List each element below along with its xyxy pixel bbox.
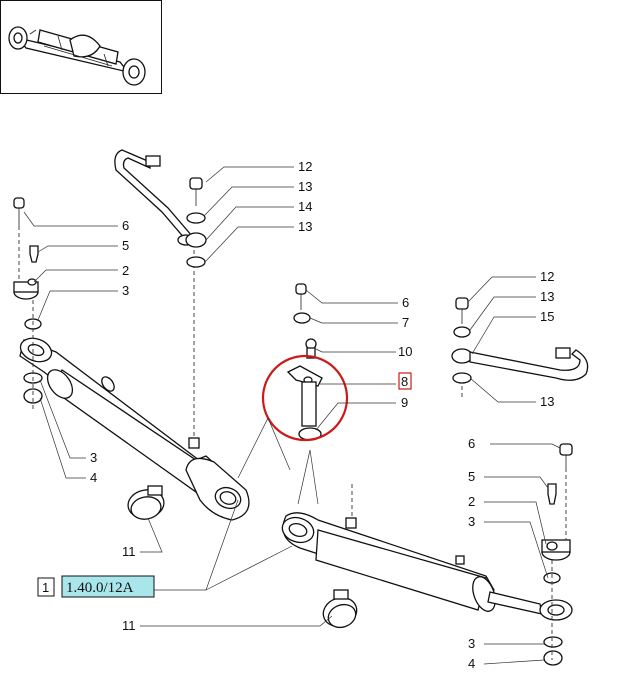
- left-steering-cylinder: [19, 250, 250, 521]
- callout-3: 3: [122, 283, 129, 298]
- callout-15: 15: [540, 309, 554, 324]
- right-pipe-assembly: [451, 297, 589, 400]
- reference-index-box: [37, 577, 55, 597]
- top-bolt-stack-left: [185, 177, 207, 268]
- callout-13: 13: [540, 394, 554, 409]
- right-hose-clamp: [322, 589, 358, 629]
- callout-5: 5: [468, 469, 475, 484]
- callout-4: 4: [468, 656, 475, 671]
- callout-9: 9: [401, 395, 408, 410]
- right-steering-cylinder: [281, 484, 573, 621]
- callout-11: 11: [122, 618, 136, 633]
- callout-2: 2: [122, 263, 129, 278]
- axle-thumbnail: [0, 0, 162, 94]
- callout-3: 3: [90, 450, 97, 465]
- reference-index: 1: [42, 580, 49, 595]
- callout-3: 3: [468, 636, 475, 651]
- callout-2: 2: [468, 494, 475, 509]
- callout-10: 10: [398, 344, 412, 359]
- reference-code: 1.40.0/12A: [66, 580, 134, 596]
- callout-6: 6: [468, 436, 475, 451]
- callout-5: 5: [122, 238, 129, 253]
- callout-12: 12: [540, 269, 554, 284]
- callout-12: 12: [298, 159, 312, 174]
- leader-lines: [23, 166, 561, 665]
- callout-13: 13: [540, 289, 554, 304]
- callout-8: 8: [401, 374, 408, 389]
- left-pin-stack: [13, 197, 43, 410]
- callout-8-box: [398, 372, 412, 390]
- callout-labels: 6 5 2 3 3 4 11 11 12 13 14 13 6 7 10 8 9…: [90, 159, 554, 671]
- left-hose-clamp: [127, 485, 165, 520]
- callout-6: 6: [122, 218, 129, 233]
- callout-7: 7: [402, 315, 409, 330]
- callout-14: 14: [298, 199, 312, 214]
- callout-13: 13: [298, 179, 312, 194]
- callout-3: 3: [468, 514, 475, 529]
- callout-11: 11: [122, 544, 136, 559]
- right-pin-stack: [541, 443, 573, 666]
- highlight-circle: [261, 354, 349, 442]
- reference-code-box: [61, 575, 155, 598]
- callout-4: 4: [90, 470, 97, 485]
- center-pin-assembly: [261, 283, 349, 442]
- assembly-reference[interactable]: 1 1.40.0/12A: [37, 575, 155, 598]
- callout-13: 13: [298, 219, 312, 234]
- callout-6: 6: [402, 295, 409, 310]
